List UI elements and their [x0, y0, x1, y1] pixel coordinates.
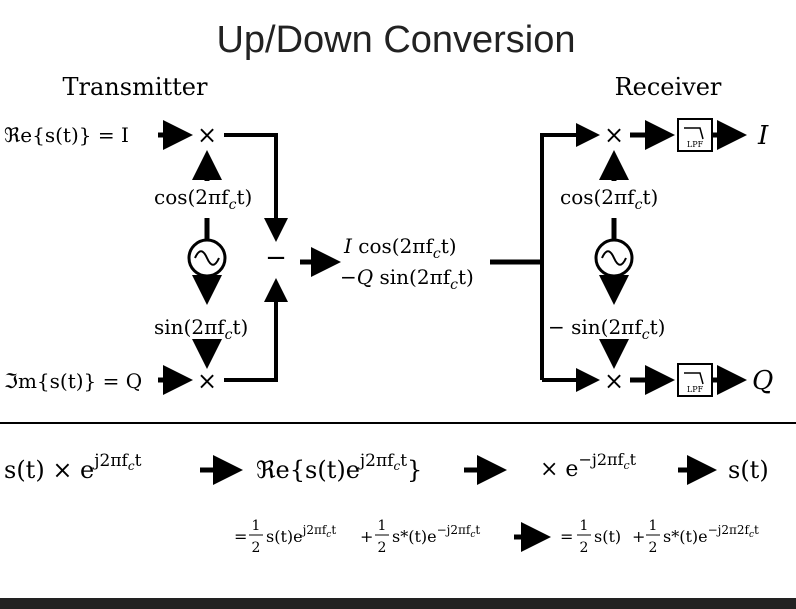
eq-lhs-frac1-num: 1 — [252, 518, 261, 534]
tx-mixer-i: × — [197, 121, 217, 149]
rx-sine-wave-icon — [601, 250, 627, 266]
rx-sin-label: − sin(2πfct) — [548, 315, 665, 343]
lpf-q-block — [677, 363, 713, 397]
eq-lhs-term1: s(t)ej2πfct — [266, 523, 336, 546]
tx-q-path — [224, 278, 288, 382]
eq-rhs-plus: + — [632, 527, 645, 546]
eq-lhs-frac1-den: 2 — [252, 540, 261, 556]
eq-lhs-plus: + — [360, 527, 373, 546]
eq-rhs-frac1-den: 2 — [580, 540, 589, 556]
rx-mixer-i: × — [604, 121, 624, 149]
rx-mixer-q: × — [604, 367, 624, 395]
eq-rhs-frac2-den: 2 — [649, 540, 658, 556]
output-q: Q — [752, 366, 773, 396]
input-q-label: ℑm{s(t)} = Q — [4, 369, 142, 393]
eq-lhs-equals: = — [234, 527, 247, 546]
tx-i-path — [224, 133, 288, 242]
lpf-i-block — [677, 118, 713, 152]
lpf-i-response-icon — [684, 127, 704, 140]
eq-lhs-frac2-den: 2 — [378, 540, 387, 556]
eq-rhs-frac1-num: 1 — [580, 518, 589, 534]
rx-split-upper — [540, 123, 600, 380]
input-i-label: ℜe{s(t)} = I — [4, 123, 129, 147]
eq-3: × e−j2πfct — [540, 450, 637, 482]
eq-lhs-term2: s*(t)e−j2πfct — [392, 523, 480, 546]
tx-sine-wave-icon — [194, 250, 220, 266]
eq-2: ℜe{s(t)ej2πfct} — [256, 451, 422, 484]
eq-rhs-term2: s*(t)e−j2π2fct — [663, 523, 759, 546]
tx-sin-label: sin(2πfct) — [154, 315, 248, 343]
output-i: I — [757, 121, 769, 151]
combiner-minus: − — [265, 243, 287, 273]
lpf-i-label: LPF — [687, 140, 704, 149]
eq-lhs-frac2-num: 1 — [378, 518, 387, 534]
lpf-q-response-icon — [684, 372, 704, 385]
receiver-heading: Receiver — [615, 73, 722, 101]
eq-4: s(t) — [728, 456, 769, 484]
bottom-bar — [0, 598, 796, 609]
lpf-q-label: LPF — [687, 385, 704, 394]
eq-rhs-equals: = — [560, 527, 573, 546]
signal-line-1: I cos(2πfct) — [343, 234, 457, 262]
page-title: Up/Down Conversion — [216, 19, 575, 61]
rx-cos-label: cos(2πfct) — [560, 185, 658, 213]
signal-line-2: −Q sin(2πfct) — [340, 265, 474, 293]
tx-cos-label: cos(2πfct) — [154, 185, 252, 213]
eq-rhs-frac2-num: 1 — [649, 518, 658, 534]
eq-1: s(t) × ej2πfct — [4, 451, 142, 484]
tx-mixer-q: × — [197, 367, 217, 395]
eq-rhs-term1: s(t) — [594, 527, 621, 546]
transmitter-heading: Transmitter — [63, 73, 208, 101]
